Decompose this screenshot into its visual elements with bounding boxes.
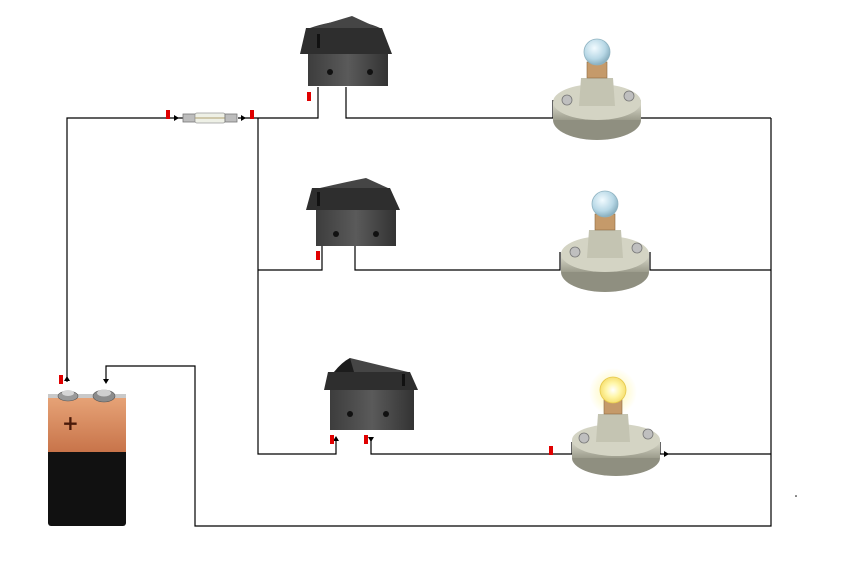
probe-marker <box>59 375 63 384</box>
wire-fuse-to-bus <box>238 87 319 119</box>
probe-marker <box>166 110 170 119</box>
lamp-terminal <box>569 246 581 258</box>
switch-terminal <box>333 231 339 237</box>
arrow-battery-plus <box>64 376 70 381</box>
fuse[interactable] <box>182 112 238 124</box>
lamp-terminal <box>578 432 590 444</box>
wire-lamp1-to-return <box>639 100 771 119</box>
switch-rocker-mark <box>317 34 320 48</box>
arrow-fuse-out <box>241 115 246 121</box>
switch-rocker-mark <box>317 192 320 206</box>
wires <box>64 87 772 527</box>
stray-dot <box>795 495 797 497</box>
switch-terminal <box>373 231 379 237</box>
wire-switch2-to-lamp2 <box>354 246 561 271</box>
arrow-lamp3-out <box>664 451 669 457</box>
switch-terminal <box>347 411 353 417</box>
lamp-terminal <box>631 242 643 254</box>
probe-markers <box>59 92 553 455</box>
switch-1[interactable] <box>300 16 392 86</box>
lamp-1 <box>553 38 641 140</box>
arrow-switch3-out <box>368 437 374 442</box>
probe-marker <box>316 251 320 260</box>
arrow-battery-minus <box>103 379 109 384</box>
probe-marker <box>549 446 553 455</box>
switch-terminal <box>383 411 389 417</box>
switch-rocker-mark <box>402 374 405 386</box>
wire-switch3-to-lamp3 <box>370 440 573 455</box>
wire-left-bus <box>257 118 337 455</box>
arrow-switch3-in <box>333 436 339 441</box>
lamp-terminal <box>561 94 573 106</box>
wire-battery-to-fuse <box>66 117 190 382</box>
switch-terminal <box>367 69 373 75</box>
wire-bus-to-switch2 <box>258 246 323 271</box>
probe-marker <box>330 435 334 444</box>
switch-3[interactable] <box>324 358 418 430</box>
lamp-terminal <box>623 90 635 102</box>
arrow-fuse-in <box>174 115 179 121</box>
wire-switch1-to-lamp1 <box>345 87 554 119</box>
switch-terminal <box>327 69 333 75</box>
lamp-3 <box>572 368 660 476</box>
battery: + <box>48 389 126 526</box>
lamp-2 <box>561 190 649 292</box>
wire-right-bus <box>105 118 772 527</box>
switch-2[interactable] <box>306 178 400 246</box>
battery-plus-label: + <box>62 411 79 435</box>
bulb-lit-icon <box>599 376 627 404</box>
wire-lamp2-to-return <box>649 252 771 271</box>
probe-marker <box>364 435 368 444</box>
bulb-icon <box>591 190 619 218</box>
lamp-terminal <box>642 428 654 440</box>
probe-marker <box>307 92 311 101</box>
wire-lamp3-to-return <box>659 442 771 455</box>
probe-marker <box>250 110 254 119</box>
bulb-icon <box>583 38 611 66</box>
battery-label-band <box>48 396 126 452</box>
